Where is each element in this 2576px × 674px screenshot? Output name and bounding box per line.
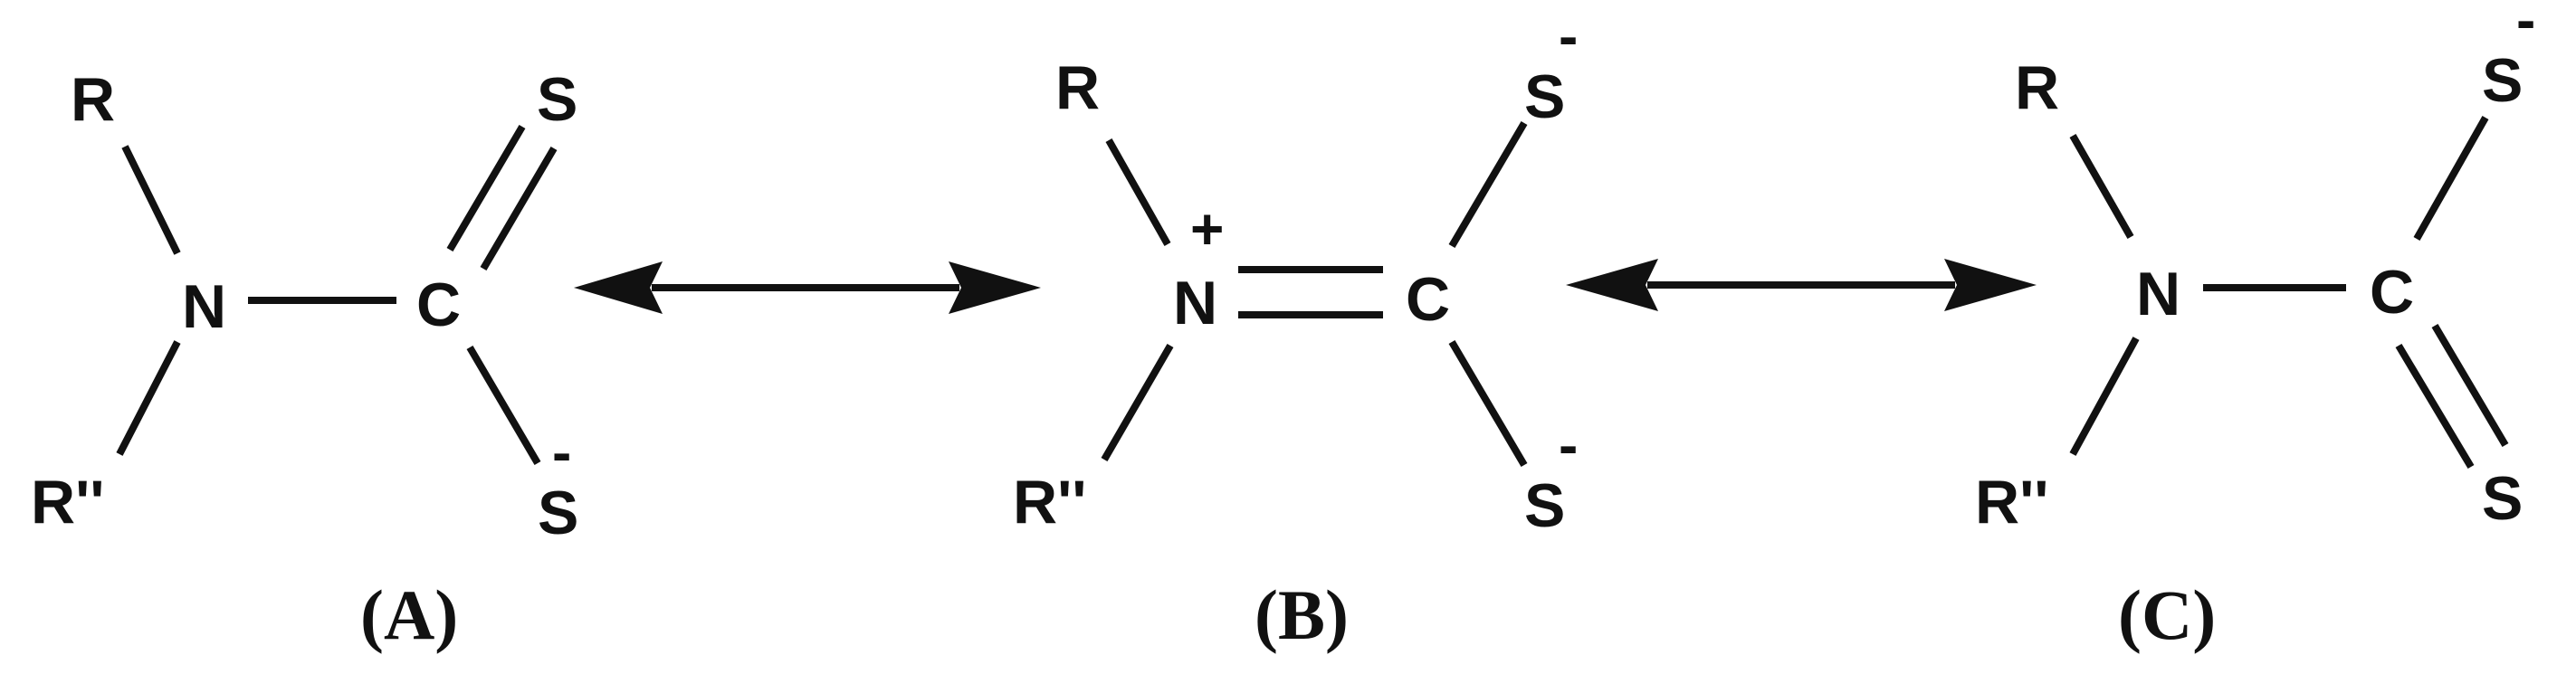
- atom-a-c: C: [416, 271, 461, 339]
- atom-b-c: C: [1406, 265, 1450, 334]
- atom-b-r-bottom: R'': [1013, 468, 1086, 536]
- structure-c: R R'' N C S - S (C): [1975, 0, 2535, 654]
- bond-a-c-s-double-1: [446, 124, 526, 252]
- charge-b-s-top: -: [1559, 4, 1578, 69]
- atom-b-s-top: S: [1524, 62, 1565, 131]
- atom-a-s-top: S: [537, 65, 577, 134]
- atom-a-s-bottom: S: [538, 479, 578, 547]
- resonance-arrow-1: [574, 261, 1041, 314]
- bond-b-r-n: [1105, 138, 1171, 246]
- atom-c-r-bottom: R'': [1975, 468, 2048, 536]
- bond-c-r-n: [2069, 134, 2134, 239]
- atom-c-c: C: [2370, 258, 2414, 327]
- bond-c-c-s-double-2: [2431, 323, 2509, 448]
- bond-a-r-n: [121, 145, 181, 255]
- bond-a-c-s-single: [466, 345, 541, 466]
- charge-b-n: +: [1190, 196, 1224, 261]
- atom-c-n: N: [2136, 260, 2180, 328]
- resonance-arrow-2: [1566, 259, 2037, 311]
- arrow-1-left-head: [574, 261, 663, 314]
- atom-b-n: N: [1173, 269, 1217, 337]
- bond-c-c-s-double-1: [2395, 343, 2475, 470]
- caption-c: (C): [2118, 575, 2216, 654]
- charge-c-s-top: -: [2516, 0, 2535, 52]
- structure-a: R R'' N C S S - (A): [31, 65, 578, 654]
- charge-b-s-bottom: -: [1559, 413, 1578, 478]
- bond-b-r2-n: [1101, 343, 1174, 462]
- bond-a-c-s-double-2: [480, 146, 558, 271]
- structure-b: R R'' N + C S - S - (B): [1013, 4, 1578, 654]
- atom-c-s-bottom: S: [2482, 464, 2523, 533]
- bond-b-c-s-bottom: [1448, 339, 1528, 468]
- atom-b-r-top: R: [1055, 53, 1100, 122]
- charge-a-s-bottom: -: [552, 420, 571, 485]
- bond-b-c-s-top: [1448, 120, 1528, 249]
- arrow-1-right-head: [949, 261, 1041, 314]
- atom-a-r-bottom: R'': [31, 468, 104, 536]
- atom-c-s-top: S: [2482, 46, 2523, 115]
- arrow-2-left-head: [1566, 259, 1658, 311]
- atom-c-r-top: R: [2015, 53, 2059, 122]
- arrow-2-right-head: [1944, 259, 2037, 311]
- atom-a-n: N: [182, 272, 226, 341]
- atom-b-s-bottom: S: [1524, 471, 1565, 540]
- atom-a-r-top: R: [71, 65, 115, 134]
- caption-b: (B): [1255, 575, 1349, 654]
- bond-c-c-s-single: [2413, 116, 2489, 241]
- bond-c-r2-n: [2069, 337, 2140, 456]
- caption-a: (A): [360, 575, 458, 654]
- bond-a-r2-n: [116, 340, 181, 456]
